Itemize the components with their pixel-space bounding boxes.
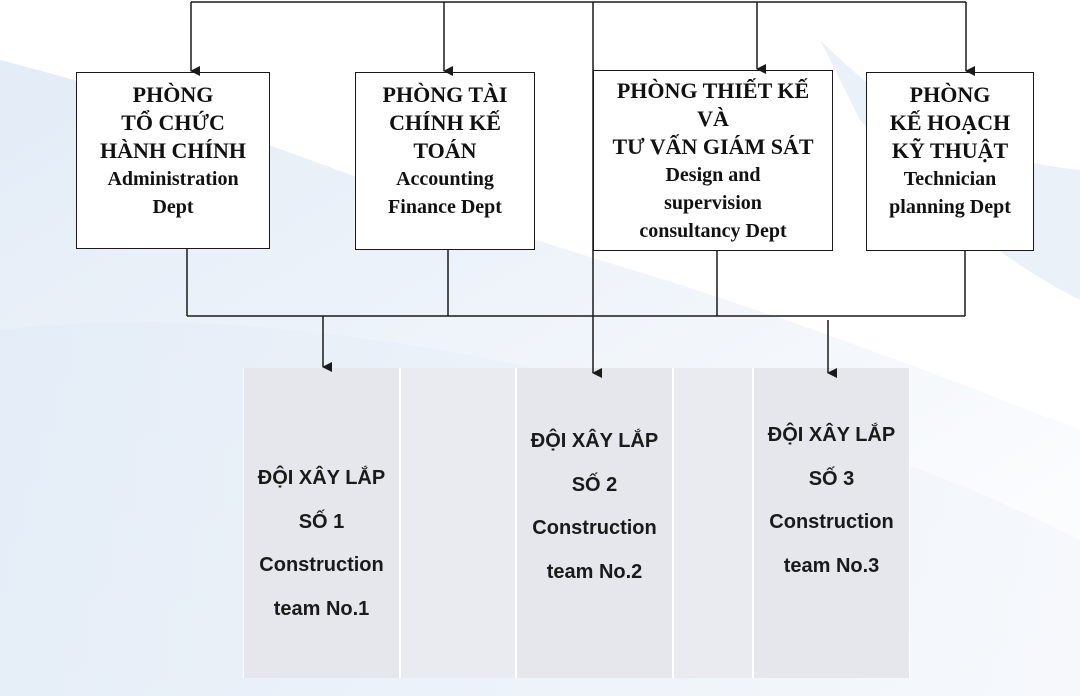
team-column-2 bbox=[516, 368, 673, 678]
team-name-en: Construction bbox=[769, 511, 894, 533]
department-name-en: Accounting Finance Dept bbox=[388, 168, 502, 218]
team-number-vn: SỐ 2 bbox=[571, 473, 618, 496]
team-column-spacer-1 bbox=[400, 368, 516, 678]
department-name-vn: PHÒNG KẾ HOẠCH KỸ THUẬT bbox=[889, 82, 1011, 163]
team-number-vn: SỐ 3 bbox=[808, 467, 855, 490]
team-label-3: ĐỘI XÂY LẮP SỐ 3 Construction team No.3 bbox=[753, 414, 910, 588]
department-box-accounting: PHÒNG TÀI CHÍNH KẾ TOÁN Accounting Finan… bbox=[355, 72, 535, 250]
team-column-spacer-2 bbox=[673, 368, 753, 678]
team-name-vn: ĐỘI XÂY LẮP bbox=[257, 467, 386, 489]
team-label-2: ĐỘI XÂY LẮP SỐ 2 Construction team No.2 bbox=[516, 420, 673, 594]
department-name-vn: PHÒNG TÀI CHÍNH KẾ TOÁN bbox=[382, 82, 508, 163]
team-name-vn: ĐỘI XÂY LẮP bbox=[530, 430, 659, 452]
department-name-vn: PHÒNG TỔ CHỨC HÀNH CHÍNH bbox=[99, 82, 247, 163]
team-name-vn: ĐỘI XÂY LẮP bbox=[767, 424, 896, 446]
department-box-administration: PHÒNG TỔ CHỨC HÀNH CHÍNH Administration … bbox=[76, 72, 270, 249]
team-label-1: ĐỘI XÂY LẮP SỐ 1 Construction team No.1 bbox=[243, 457, 400, 631]
team-name-en: Construction bbox=[259, 554, 384, 576]
department-name-en: Technician planning Dept bbox=[889, 168, 1011, 218]
team-number-vn: SỐ 1 bbox=[298, 510, 345, 533]
team-column-1 bbox=[243, 368, 400, 678]
team-number-en: team No.2 bbox=[546, 560, 643, 583]
department-name-en: Design and supervision consultancy Dept bbox=[639, 164, 787, 242]
department-name-en: Administration Dept bbox=[107, 168, 239, 218]
department-box-technician: PHÒNG KẾ HOẠCH KỸ THUẬT Technician plann… bbox=[866, 72, 1034, 251]
team-name-en: Construction bbox=[532, 517, 657, 539]
team-column-3 bbox=[753, 368, 910, 678]
team-number-en: team No.1 bbox=[273, 597, 370, 620]
department-box-design: PHÒNG THIẾT KẾ VÀ TƯ VẤN GIÁM SÁT Design… bbox=[593, 70, 833, 251]
department-name-vn: PHÒNG THIẾT KẾ VÀ TƯ VẤN GIÁM SÁT bbox=[612, 78, 814, 159]
team-number-en: team No.3 bbox=[783, 554, 880, 577]
